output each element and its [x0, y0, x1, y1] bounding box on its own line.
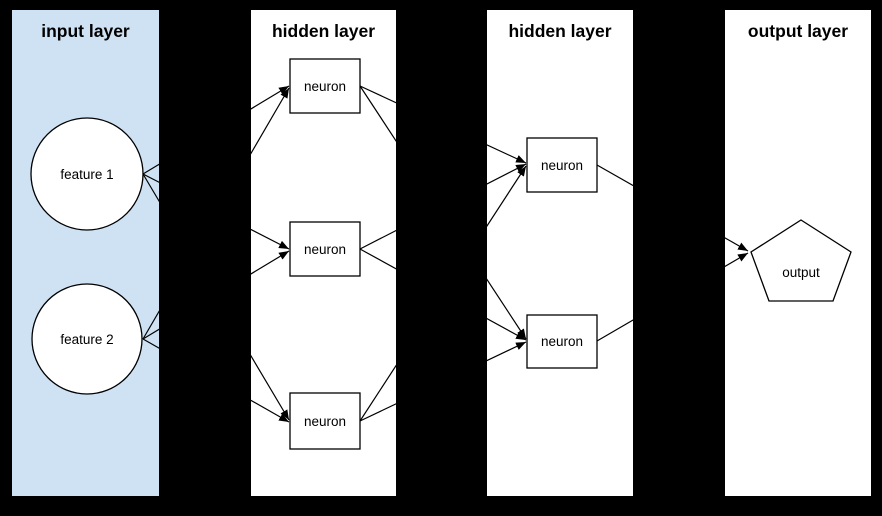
edge-feature2-h1n2: [142, 250, 290, 340]
output-label: output: [782, 265, 820, 280]
node-h1n2: neuron: [289, 221, 361, 277]
edge-h1n1-h2n2: [359, 85, 527, 340]
h1n3-rect: [289, 392, 361, 450]
edge-h1n2-h2n1: [359, 163, 527, 250]
h1n1-rect: [289, 58, 361, 114]
h2n1-label: neuron: [541, 158, 583, 173]
panel-title-output-layer: output layer: [748, 21, 848, 41]
output-pentagon: [750, 219, 852, 302]
node-feature2: feature 2: [31, 283, 143, 395]
node-h2n1: neuron: [526, 137, 598, 193]
h2n1-rect: [526, 137, 598, 193]
h1n2-rect: [289, 221, 361, 277]
feature2-label: feature 2: [60, 332, 113, 347]
edge-h2n2-output: [596, 252, 749, 342]
node-feature1: feature 1: [30, 117, 144, 231]
panel-title-hidden-layer-2: hidden layer: [508, 21, 611, 41]
panel-input-layer: [12, 10, 159, 496]
node-output: output: [750, 219, 852, 302]
edge-h2n1-output: [596, 164, 749, 252]
panel-title-input-layer: input layer: [41, 21, 130, 41]
node-h1n1: neuron: [289, 58, 361, 114]
node-h1n3: neuron: [289, 392, 361, 450]
edge-h1n2-h2n2: [359, 248, 527, 341]
edges-group: [142, 85, 749, 423]
edge-feature1-h1n2: [142, 173, 290, 250]
edge-h1n1-h2n1: [359, 85, 527, 164]
h2n2-label: neuron: [541, 334, 583, 349]
edge-h1n3-h2n2: [359, 341, 527, 422]
h2n2-rect: [526, 314, 598, 369]
feature1-circle: [30, 117, 144, 231]
edge-h1n3-h2n1: [359, 165, 527, 422]
panel-title-hidden-layer-1: hidden layer: [272, 21, 375, 41]
feature1-label: feature 1: [60, 167, 113, 182]
edge-feature2-h1n1: [142, 87, 290, 340]
panel-hidden-layer-2: [487, 10, 633, 496]
h1n2-label: neuron: [304, 242, 346, 257]
h1n1-label: neuron: [304, 79, 346, 94]
edge-feature1-h1n1: [142, 85, 290, 175]
node-h2n2: neuron: [526, 314, 598, 369]
edge-feature2-h1n3: [142, 338, 290, 423]
h1n3-label: neuron: [304, 414, 346, 429]
edge-feature1-h1n3: [142, 173, 290, 421]
feature2-circle: [31, 283, 143, 395]
